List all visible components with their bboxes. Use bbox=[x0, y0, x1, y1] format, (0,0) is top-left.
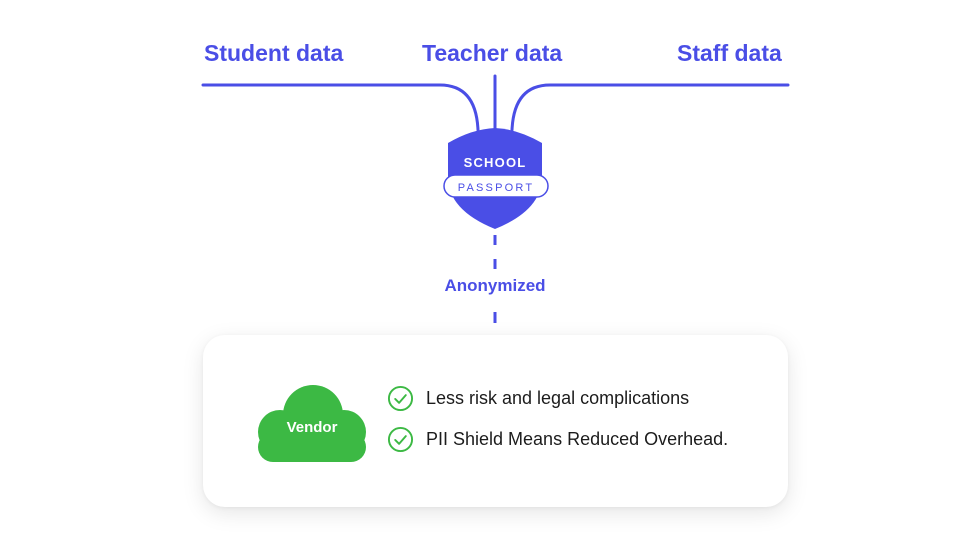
cloud-icon bbox=[258, 385, 366, 462]
benefit-text: PII Shield Means Reduced Overhead. bbox=[426, 428, 729, 449]
teacher-data-label: Teacher data bbox=[422, 40, 563, 66]
vendor-label: Vendor bbox=[286, 419, 338, 436]
shield-icon bbox=[443, 128, 549, 229]
staff-data-line bbox=[510, 83, 790, 132]
benefit-item: PII Shield Means Reduced Overhead. bbox=[387, 425, 728, 453]
anonymized-label: Anonymized bbox=[444, 276, 546, 295]
benefit-text: Less risk and legal complications bbox=[426, 387, 690, 408]
check-circle-icon bbox=[387, 426, 414, 452]
vendor-card: Vendor Less risk and legal complications… bbox=[203, 335, 788, 507]
shield-banner-text: PASSPORT bbox=[458, 182, 535, 194]
check-circle-icon bbox=[387, 385, 414, 411]
student-data-line bbox=[201, 83, 480, 132]
shield-top-text: SCHOOL bbox=[464, 155, 527, 170]
staff-data-label: Staff data bbox=[677, 40, 782, 66]
benefit-item: Less risk and legal complications bbox=[387, 384, 689, 412]
student-data-label: Student data bbox=[204, 40, 344, 66]
